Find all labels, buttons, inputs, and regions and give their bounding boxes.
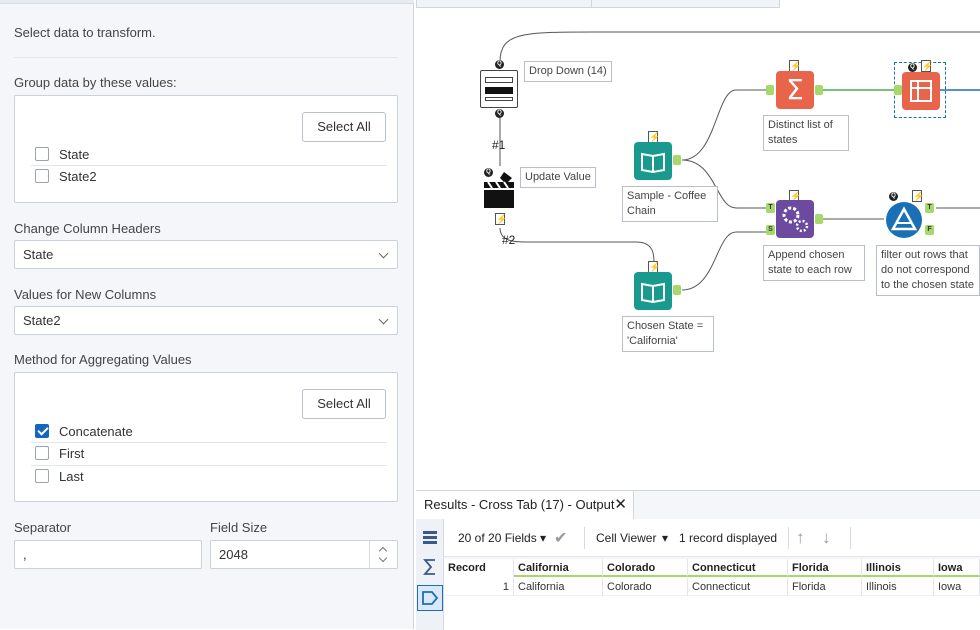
column-header[interactable]: Florida	[788, 559, 862, 577]
bolt-anchor-icon: ⚡	[921, 60, 934, 72]
column-header[interactable]: Illinois	[862, 559, 934, 577]
column-header[interactable]: Record	[444, 559, 514, 577]
check-icon[interactable]: ✔	[554, 530, 568, 547]
field-size-stepper[interactable]	[369, 541, 397, 568]
output-anchor[interactable]	[815, 214, 823, 224]
arrow-up-icon[interactable]: ↑	[796, 528, 805, 547]
change-headers-label: Change Column Headers	[14, 221, 161, 236]
configuration-panel: Select data to transform. Group data by …	[0, 0, 414, 629]
checkbox[interactable]	[35, 169, 49, 183]
connection-number-2: #2	[502, 233, 516, 247]
column-header[interactable]: California	[514, 559, 603, 577]
false-anchor[interactable]: F	[925, 225, 934, 235]
method-item-concatenate[interactable]: Concatenate	[35, 421, 385, 443]
arrow-down-icon[interactable]: ↓	[822, 528, 831, 547]
question-anchor-icon: Q	[495, 60, 504, 69]
close-icon[interactable]: ✕	[614, 496, 627, 513]
input-book-icon[interactable]	[634, 272, 672, 310]
filter-label: filter out rows that do not correspond t…	[876, 245, 980, 296]
update-value-label: Update Value	[520, 167, 596, 188]
dropdown-tool-icon[interactable]	[480, 70, 518, 108]
tag-view-icon[interactable]	[420, 588, 440, 608]
group-label: Group data by these values:	[14, 75, 177, 90]
question-anchor-icon: Q	[889, 192, 898, 201]
group-item-state2[interactable]: State2	[35, 166, 385, 188]
input-anchor[interactable]	[766, 85, 774, 95]
output-anchor[interactable]	[673, 285, 681, 295]
checkbox[interactable]	[35, 446, 49, 460]
workflow-canvas[interactable]: Q Q Drop Down (14) #1 Q Update Value ⚡ #…	[416, 0, 980, 488]
question-anchor-icon: Q	[484, 168, 493, 177]
group-list-box: Select All State State2	[14, 95, 398, 203]
table-row[interactable]: 1 California Colorado Connecticut Florid…	[444, 578, 980, 596]
divider	[14, 57, 398, 58]
separator-label: Separator	[14, 520, 72, 535]
chevron-down-icon[interactable]: ▾	[662, 531, 669, 545]
output-anchor[interactable]	[673, 155, 681, 165]
chevron-down-icon	[378, 248, 389, 259]
record-count: 1 record displayed	[679, 531, 778, 545]
question-anchor-icon: Q	[908, 63, 917, 72]
source-anchor[interactable]: S	[766, 225, 775, 235]
connection-lines	[499, 31, 980, 291]
method-item-last[interactable]: Last	[35, 466, 385, 488]
results-toolbar: 20 of 20 Fields ▾ ✔ Cell Viewer ▾ 1 reco…	[444, 519, 980, 557]
checkbox[interactable]	[35, 147, 49, 161]
cross-tab-icon[interactable]	[902, 72, 940, 110]
selected-view-highlight	[417, 585, 443, 611]
new-columns-select[interactable]: State2	[14, 306, 398, 335]
column-header[interactable]: Connecticut	[688, 559, 788, 577]
checkbox[interactable]	[35, 469, 49, 483]
checkbox-checked[interactable]	[35, 424, 49, 438]
metadata-sigma-icon[interactable]	[420, 557, 440, 577]
chevron-down-icon	[378, 314, 389, 325]
true-anchor[interactable]: T	[925, 203, 934, 213]
input-book-icon[interactable]	[634, 142, 672, 180]
method-list-box: Select All Concatenate First Last	[14, 372, 398, 502]
grid-header-row: Record California Colorado Connecticut F…	[444, 559, 980, 577]
dropdown-tool-label: Drop Down (14)	[524, 61, 612, 82]
append-label: Append chosen state to each row	[763, 245, 865, 281]
input-anchor[interactable]	[894, 85, 902, 95]
stepper-down-icon[interactable]	[378, 553, 388, 563]
results-grid: Record California Colorado Connecticut F…	[444, 559, 980, 630]
bolt-anchor-icon: ⚡	[495, 213, 508, 225]
column-header[interactable]: Iowa	[934, 559, 980, 577]
summarize-sigma-icon[interactable]: Σ	[776, 71, 814, 109]
separator-input[interactable]: ,	[14, 540, 202, 569]
action-clapboard-icon[interactable]	[482, 168, 516, 210]
canvas-tab-strip	[416, 0, 780, 8]
group-item-state[interactable]: State	[35, 144, 385, 166]
bolt-anchor-icon: ⚡	[912, 190, 925, 202]
distinct-list-label: Distinct list of states	[763, 115, 849, 151]
select-all-group-button[interactable]: Select All	[302, 112, 386, 142]
sample-coffee-label: Sample - Coffee Chain	[622, 186, 718, 222]
append-gears-icon[interactable]	[776, 200, 814, 238]
cell-viewer-dropdown[interactable]: Cell Viewer	[596, 531, 657, 545]
new-columns-label: Values for New Columns	[14, 287, 157, 302]
method-item-first[interactable]: First	[35, 443, 385, 465]
filter-triangle-icon[interactable]	[886, 202, 922, 238]
table-view-icon[interactable]	[420, 527, 440, 547]
results-pane: Results - Cross Tab (17) - Output ✕ 20 o…	[416, 490, 980, 630]
select-all-method-button[interactable]: Select All	[302, 389, 386, 419]
results-tab[interactable]: Results - Cross Tab (17) - Output ✕	[416, 491, 634, 519]
target-anchor[interactable]: T	[766, 203, 775, 213]
results-side-toolbar	[416, 519, 444, 630]
chosen-state-label: Chosen State = 'California'	[622, 316, 714, 352]
column-header[interactable]: Colorado	[603, 559, 688, 577]
field-size-label: Field Size	[210, 520, 268, 535]
change-headers-select[interactable]: State	[14, 240, 398, 269]
output-anchor[interactable]	[815, 85, 823, 95]
method-label: Method for Aggregating Values	[14, 352, 192, 367]
intro-text: Select data to transform.	[14, 25, 156, 40]
question-anchor-icon: Q	[495, 109, 504, 118]
panel-top-border	[0, 0, 414, 4]
chevron-down-icon[interactable]: ▾	[540, 531, 547, 545]
fields-dropdown[interactable]: 20 of 20 Fields	[458, 531, 537, 545]
connection-number-1: #1	[492, 138, 506, 152]
field-size-input[interactable]: 2048	[210, 540, 398, 569]
